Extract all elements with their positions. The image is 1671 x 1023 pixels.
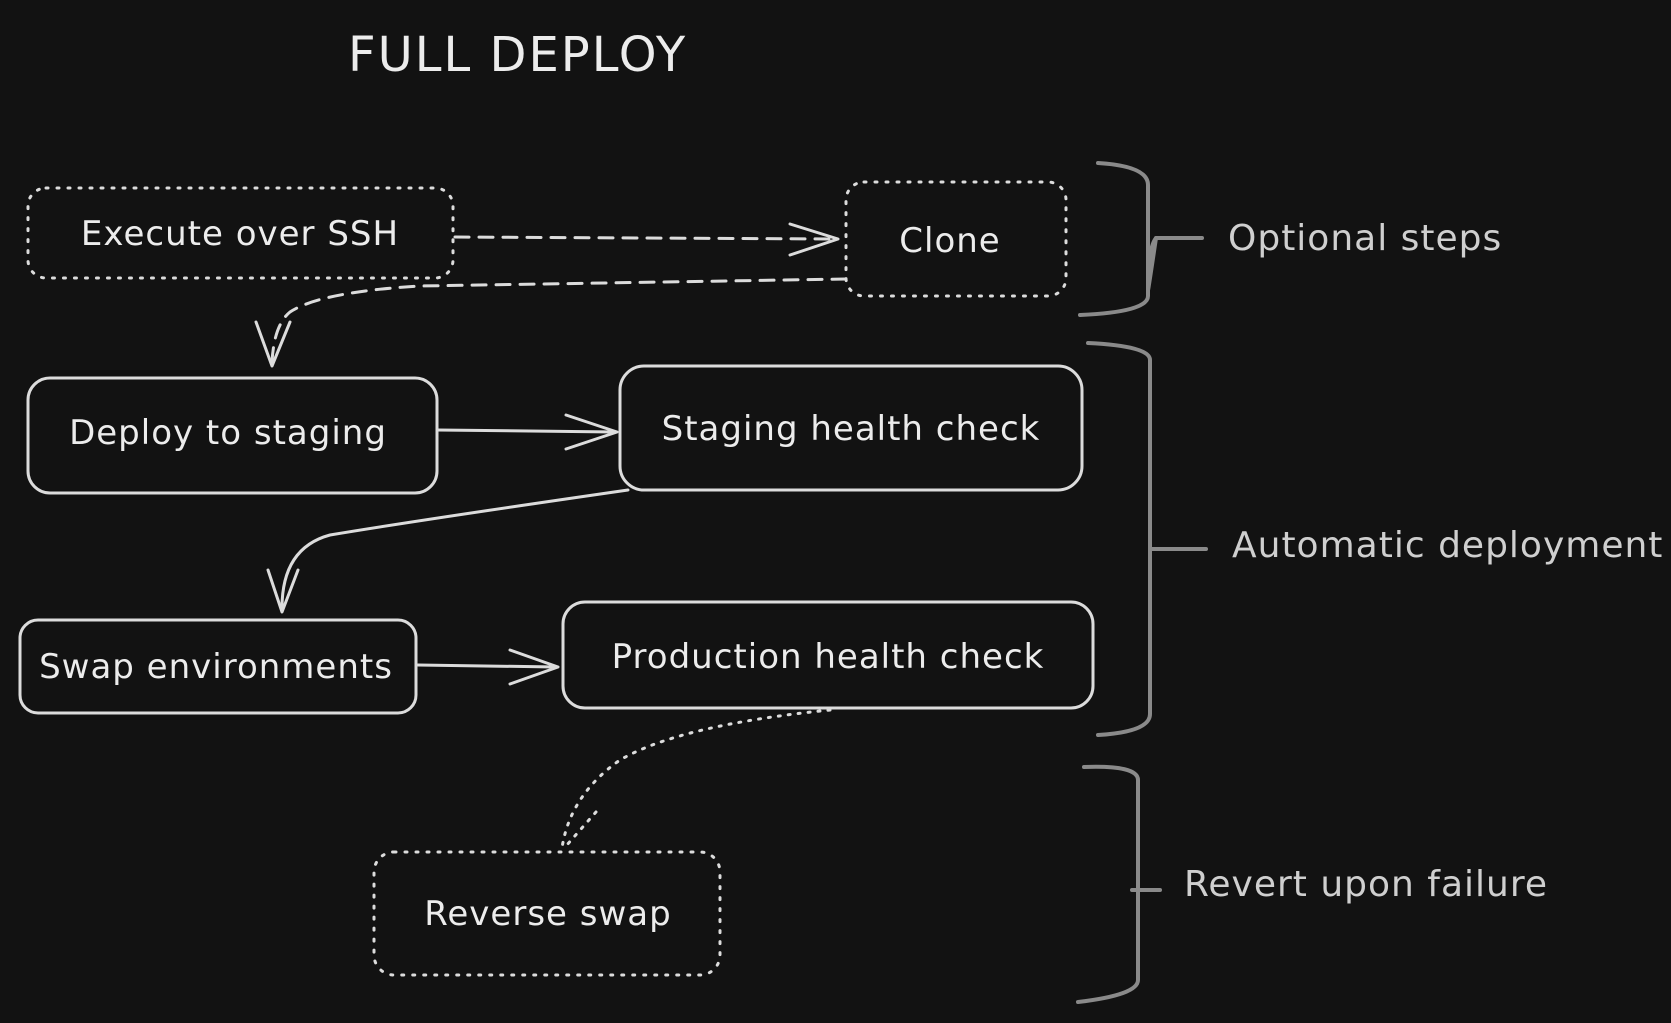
node-staging-health-check[interactable]: Staging health check bbox=[618, 364, 1084, 492]
edge-clone-to-deploy bbox=[254, 277, 848, 368]
node-execute-over-ssh-label: Execute over SSH bbox=[81, 214, 399, 254]
edge-production-to-reverse bbox=[560, 708, 832, 850]
group-label-optional-steps: Optional steps bbox=[1228, 218, 1502, 259]
node-reverse-swap-label: Reverse swap bbox=[424, 894, 671, 934]
node-execute-over-ssh[interactable]: Execute over SSH bbox=[26, 186, 455, 280]
node-production-health-check-label: Production health check bbox=[612, 637, 1045, 677]
group-label-automatic-deployment: Automatic deployment bbox=[1232, 525, 1663, 566]
diagram-title: FULL DEPLOY bbox=[348, 27, 687, 83]
edge-staging-health-to-swap bbox=[266, 488, 630, 614]
node-staging-health-check-label: Staging health check bbox=[662, 409, 1041, 449]
edge-swap-to-production-health bbox=[416, 648, 560, 686]
node-deploy-to-staging[interactable]: Deploy to staging bbox=[26, 376, 439, 495]
node-swap-environments[interactable]: Swap environments bbox=[18, 618, 418, 715]
node-swap-environments-label: Swap environments bbox=[39, 647, 393, 687]
node-clone[interactable]: Clone bbox=[844, 180, 1068, 298]
node-clone-label: Clone bbox=[899, 221, 1000, 261]
brace-optional-steps bbox=[1078, 161, 1204, 317]
node-reverse-swap[interactable]: Reverse swap bbox=[372, 850, 722, 977]
edge-deploy-to-staging-health bbox=[435, 413, 619, 451]
node-deploy-to-staging-label: Deploy to staging bbox=[69, 413, 387, 453]
node-production-health-check[interactable]: Production health check bbox=[561, 600, 1095, 710]
brace-automatic-deployment bbox=[1086, 341, 1208, 737]
group-label-revert-upon-failure: Revert upon failure bbox=[1184, 864, 1548, 905]
brace-revert-upon-failure bbox=[1076, 764, 1162, 1004]
edge-execute-to-clone bbox=[453, 222, 840, 257]
